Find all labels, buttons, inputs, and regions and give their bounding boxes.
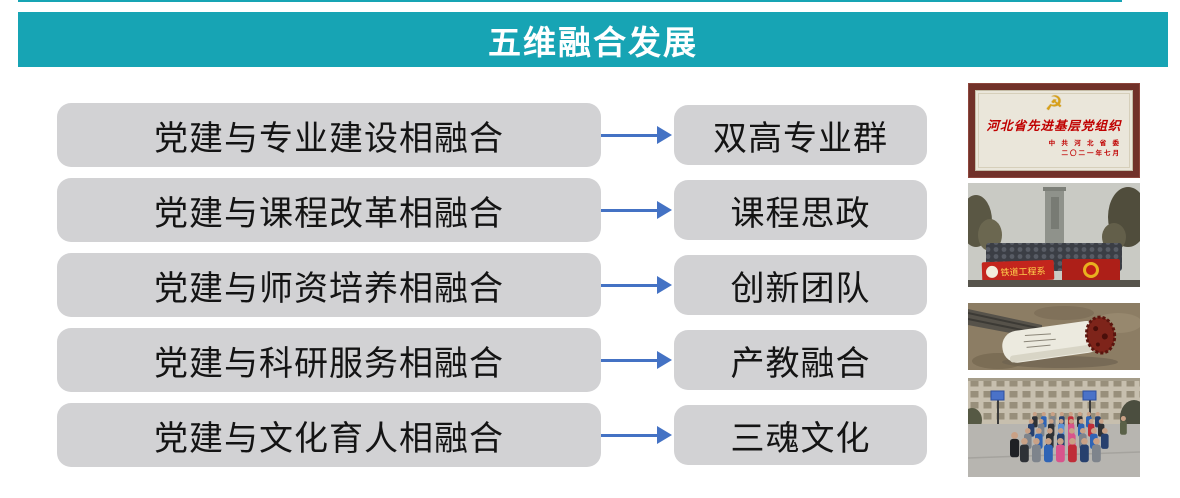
- arrow-head: [657, 126, 672, 144]
- arrow-head: [657, 201, 672, 219]
- source-box-1: 党建与专业建设相融合: [57, 103, 601, 167]
- target-box-3: 创新团队: [674, 255, 927, 315]
- source-box-4: 党建与科研服务相融合: [57, 328, 601, 392]
- plaque-award-text: 河北省先进基层党组织: [986, 118, 1122, 133]
- photo-monument-group: 铁道工程系: [968, 183, 1140, 287]
- target-box-4: 产教融合: [674, 330, 927, 390]
- source-label-3: 党建与师资培养相融合: [154, 268, 504, 309]
- photo-tunnel-boring-machine: [968, 303, 1140, 370]
- arrow-shaft: [601, 433, 660, 437]
- arrow-right-icon: [601, 126, 672, 144]
- target-label-5: 三魂文化: [730, 418, 871, 459]
- target-box-1: 双高专业群: [674, 105, 927, 165]
- arrow-right-icon: [601, 351, 672, 369]
- arrow-shaft: [601, 283, 660, 287]
- arrow-shaft: [601, 358, 660, 362]
- party-emblem-icon: ☭: [1045, 91, 1063, 115]
- monument-photo-art: 铁道工程系: [968, 183, 1140, 287]
- arrow-right-icon: [601, 201, 672, 219]
- arrow-head: [657, 351, 672, 369]
- target-label-3: 创新团队: [730, 268, 871, 309]
- target-box-5: 三魂文化: [674, 405, 927, 465]
- source-label-2: 党建与课程改革相融合: [154, 193, 504, 234]
- tbm-photo-art: [968, 303, 1140, 370]
- plaque-issuer-text: 中 共 河 北 省 委 二〇二一年七月: [975, 138, 1133, 159]
- source-label-1: 党建与专业建设相融合: [154, 118, 504, 159]
- plaque-issuer-line: 中 共 河 北 省 委: [1048, 139, 1121, 147]
- target-label-2: 课程思政: [730, 193, 871, 234]
- source-label-5: 党建与文化育人相融合: [154, 418, 504, 459]
- page-title: 五维融合发展: [488, 22, 698, 62]
- photo-students-formation: [968, 378, 1140, 477]
- students-photo-art: [968, 378, 1140, 477]
- source-label-4: 党建与科研服务相融合: [154, 343, 504, 384]
- arrow-shaft: [601, 208, 660, 212]
- top-border-line: [18, 0, 1122, 2]
- arrow-shaft: [601, 133, 660, 137]
- plaque-face: ☭ 河北省先进基层党组织 中 共 河 北 省 委 二〇二一年七月: [975, 90, 1133, 171]
- target-label-4: 产教融合: [730, 343, 871, 384]
- arrow-right-icon: [601, 276, 672, 294]
- plaque-date-line: 二〇二一年七月: [1061, 149, 1121, 158]
- arrow-right-icon: [601, 426, 672, 444]
- target-box-2: 课程思政: [674, 180, 927, 240]
- header-bar: 五维融合发展: [18, 12, 1168, 67]
- arrow-head: [657, 426, 672, 444]
- source-box-2: 党建与课程改革相融合: [57, 178, 601, 242]
- source-box-3: 党建与师资培养相融合: [57, 253, 601, 317]
- target-label-1: 双高专业群: [713, 118, 888, 159]
- source-box-5: 党建与文化育人相融合: [57, 403, 601, 467]
- arrow-head: [657, 276, 672, 294]
- svg-text:铁道工程系: 铁道工程系: [1000, 265, 1045, 279]
- photo-award-plaque: ☭ 河北省先进基层党组织 中 共 河 北 省 委 二〇二一年七月: [968, 83, 1140, 178]
